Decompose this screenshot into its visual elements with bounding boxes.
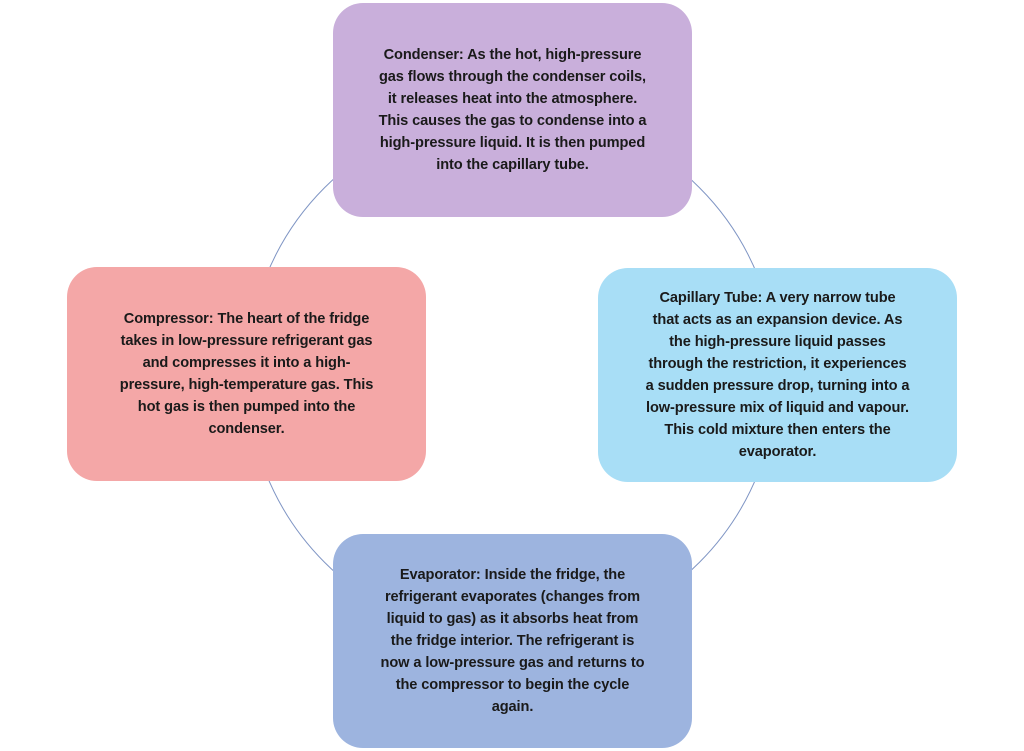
- stage-text-line: the high-pressure liquid passes: [669, 334, 886, 350]
- stage-text-line: This cold mixture then enters the: [664, 422, 891, 438]
- stage-text-line: Evaporator: Inside the fridge, the: [399, 567, 626, 583]
- stage-text-line: takes in low-pressure refrigerant gas: [120, 333, 373, 349]
- stage-text-line: the fridge interior. The refrigerant is: [390, 633, 635, 649]
- stage-text-line: pressure, high-temperature gas. This: [119, 377, 374, 393]
- stage-text-line: Condenser: As the hot, high-pressure: [383, 47, 642, 63]
- stage-text-line: through the restriction, it experiences: [648, 356, 907, 372]
- stage-text-line: This causes the gas to condense into a: [378, 113, 647, 129]
- stage-text-line: liquid to gas) as it absorbs heat from: [386, 611, 639, 627]
- stage-text-line: a sudden pressure drop, turning into a: [645, 378, 910, 394]
- stage-text-line: high-pressure liquid. It is then pumped: [379, 135, 646, 151]
- stage-text-line: and compresses it into a high-: [142, 355, 351, 371]
- stage-text-line: again.: [491, 699, 534, 715]
- stage-text-line: refrigerant evaporates (changes from: [384, 589, 641, 605]
- stage-text-line: low-pressure mix of liquid and vapour.: [646, 400, 909, 416]
- stage-compressor: Compressor: The heart of the fridge takes…: [67, 267, 426, 481]
- stage-text-line: gas flows through the condenser coils,: [378, 69, 647, 85]
- stage-text-line: evaporator.: [738, 444, 817, 460]
- stage-text-line: the compressor to begin the cycle: [395, 677, 630, 693]
- stage-text-line: it releases heat into the atmosphere.: [387, 91, 638, 107]
- stage-text-line: into the capillary tube.: [436, 157, 589, 173]
- stage-text-line: Capillary Tube: A very narrow tube: [659, 290, 896, 306]
- stage-text-line: condenser.: [208, 421, 285, 437]
- stage-text-line: hot gas is then pumped into the: [137, 399, 356, 415]
- stage-text-line: Compressor: The heart of the fridge: [123, 311, 370, 327]
- stage-condenser: Condenser: As the hot, high-pressure gas …: [333, 3, 692, 217]
- stage-evaporator: Evaporator: Inside the fridge, the refrig…: [333, 534, 692, 748]
- stage-text-line: that acts as an expansion device. As: [652, 312, 903, 328]
- stage-text-line: now a low-pressure gas and returns to: [380, 655, 645, 671]
- stage-capillary-tube: Capillary Tube: A very narrow tube that a…: [598, 268, 957, 482]
